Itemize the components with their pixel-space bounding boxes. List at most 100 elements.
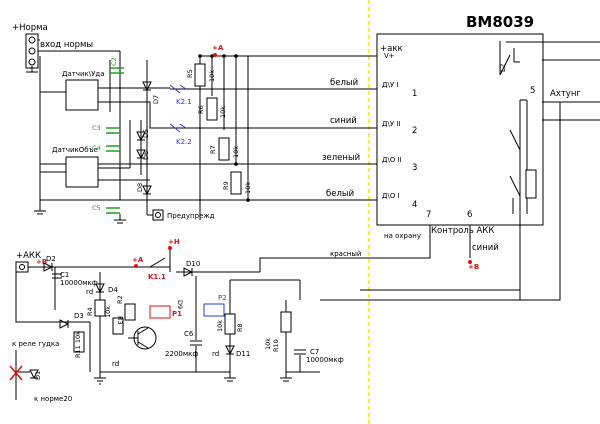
label-d1: D1: [34, 371, 42, 380]
ground-icon: [94, 372, 106, 385]
relay-p2-coil: [203, 303, 225, 317]
label-d11: D11: [236, 350, 250, 358]
label-c6: C6: [184, 330, 194, 338]
horn-cross-icon: [9, 365, 23, 381]
label-d3: D3: [74, 312, 84, 320]
sensor-wires: [39, 56, 170, 205]
resistor-r4: [94, 299, 106, 317]
cap-c3: [106, 127, 120, 134]
chip-output-wires: [320, 101, 561, 301]
switch-k22: [169, 123, 187, 133]
horn-relay-label: к реле гудка: [12, 340, 59, 348]
wire-white1-label: белый: [330, 78, 358, 88]
warning-label: Предупрежд: [167, 212, 215, 220]
wire-blue-label: синий: [330, 116, 357, 126]
label-c3: C3: [92, 124, 101, 132]
label-rd-3: rd: [212, 350, 219, 358]
resistor-r9: [230, 171, 242, 195]
label-d4: D4: [108, 286, 118, 294]
cap-c2: [110, 67, 124, 74]
label-r9: R9: [222, 181, 230, 190]
cap-c1: [52, 273, 62, 279]
norma-input-label: вход нормы: [40, 40, 93, 50]
guard-wires: [259, 225, 471, 272]
label-c1: C1: [60, 271, 69, 279]
sensor-vol-label: ДатчикОбъе: [52, 146, 98, 154]
label-r10: R10: [272, 339, 280, 352]
label-r4: R4: [86, 307, 94, 316]
sensor-tilt-label: Датчик\Уда: [62, 70, 105, 78]
switch-k11: [149, 250, 260, 273]
label-r2: R2: [116, 295, 124, 304]
diode-d11: [225, 345, 235, 356]
label-r9-val: 10k: [244, 182, 252, 194]
chip-right-wires: [506, 41, 600, 121]
label-r8: R8: [236, 323, 244, 332]
chip-signal-du1: Д\У I: [382, 81, 398, 89]
chip-signal-do2: Д\О II: [382, 156, 402, 164]
label-r8-val: 10k: [216, 320, 224, 332]
label-p1: P1: [172, 310, 182, 318]
label-d8: D8: [136, 183, 144, 192]
label-d5: D5: [142, 129, 150, 138]
label-r6: R6: [197, 105, 205, 114]
resistor-r3: [112, 317, 124, 335]
wire-white2-label: белый: [326, 189, 354, 199]
resistor-r5: [194, 63, 206, 87]
label-k22: K2.2: [176, 138, 192, 146]
resistor-r8: [224, 313, 236, 335]
diode-d1: [29, 369, 39, 380]
chip-title: BM8039: [466, 13, 534, 31]
plus-a-mid-label: +А: [132, 256, 144, 264]
plus-v-right-label: +В: [468, 263, 479, 271]
relay-p1-coil: [149, 305, 171, 319]
label-c1-val: 10000мкф: [60, 279, 98, 287]
chip-pin-1: 1: [412, 89, 417, 99]
wire-guard-label: на охрану: [384, 232, 421, 240]
label-c4: C4: [92, 144, 101, 152]
chip-relay-l2: L2: [499, 64, 507, 72]
akk-left-label: +АКК: [16, 251, 41, 261]
label-d7: D7: [152, 95, 160, 104]
wire-red-label: красный: [330, 250, 361, 258]
label-d6: D6: [142, 151, 150, 160]
chip-pin-3: 3: [412, 163, 417, 173]
label-r6-val: 10k: [219, 106, 227, 118]
chip-l1-coil: [525, 169, 537, 199]
label-d2: D2: [46, 255, 56, 263]
wire-akk-label: +акк: [380, 44, 403, 54]
resistor-r7: [218, 137, 230, 161]
norma20-label: к норме20: [34, 395, 72, 403]
plus-a-top-label: +А: [212, 44, 224, 52]
label-c2: C2: [110, 57, 118, 66]
resistor-r2: [124, 303, 136, 321]
switch-k21: [169, 84, 187, 94]
label-r3: R3: [116, 316, 124, 325]
label-rd-2: rd: [112, 360, 119, 368]
chip-footer-label: Контроль АКК: [431, 226, 494, 236]
chip-pin-6-right: 5: [530, 86, 535, 96]
label-c5: C5: [92, 204, 101, 212]
label-r5: R5: [186, 69, 194, 78]
chip-pin-2: 2: [412, 126, 417, 136]
label-r7: R7: [209, 145, 217, 154]
label-p2: P2: [218, 294, 227, 302]
ground-icon: [26, 66, 38, 73]
diode-d3: [59, 319, 70, 329]
label-c6-val: 2200мкф: [165, 350, 198, 358]
plus-h-label: +Н: [168, 238, 180, 246]
sensor-vol-box: [65, 156, 99, 188]
diode-d4: [95, 283, 105, 294]
chip-pin-4: 4: [412, 200, 417, 210]
diode-d10: [183, 267, 194, 277]
chip-pin-7: 7: [426, 210, 431, 220]
driver-wires: [89, 272, 230, 373]
chip-signal-do1: Д\О I: [382, 192, 400, 200]
ground-icon: [34, 205, 46, 215]
diode-column-wires: [140, 60, 148, 215]
horn-wires: [15, 350, 30, 400]
cap-c6: [190, 276, 202, 372]
cap-c7: [294, 349, 306, 372]
ground-icon: [280, 372, 292, 382]
